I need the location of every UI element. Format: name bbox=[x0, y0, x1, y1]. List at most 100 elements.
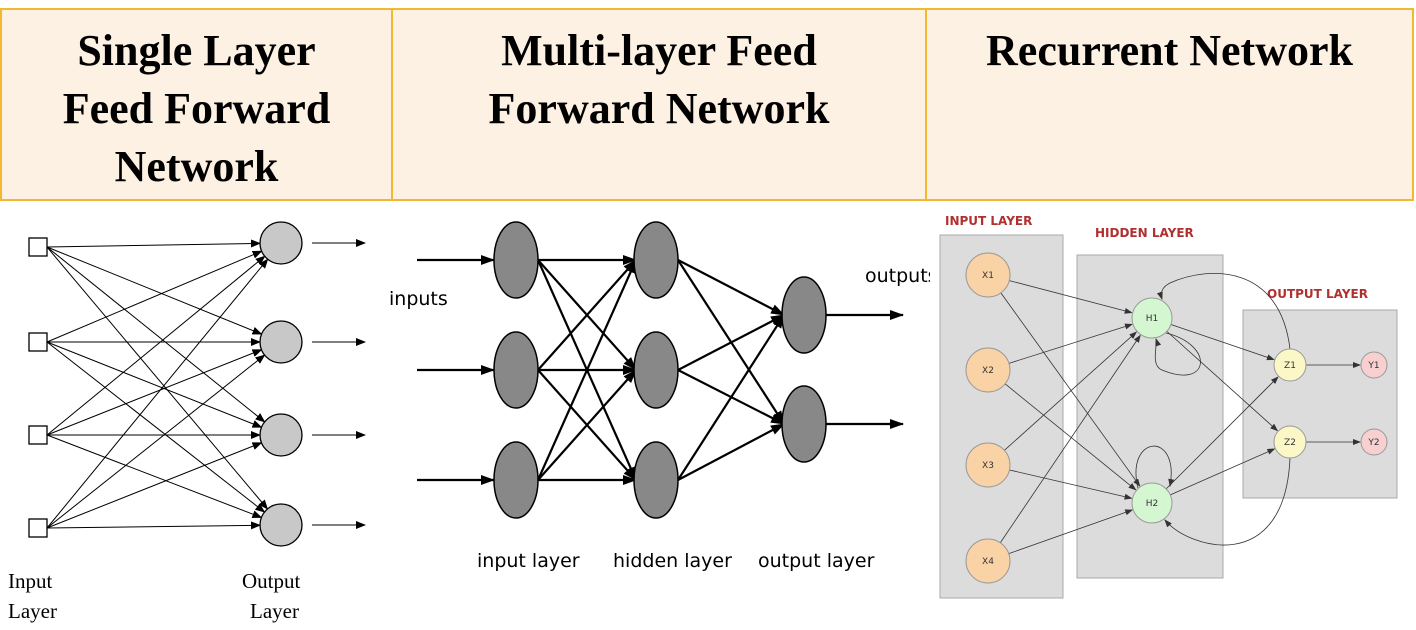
rnn-y-node-label: Y1 bbox=[1367, 361, 1379, 371]
multi-edge bbox=[537, 259, 637, 371]
rnn-input-node bbox=[965, 538, 1011, 584]
rnn-output-panel bbox=[1242, 309, 1398, 499]
single-layer-diagram: Input Layer Output Layer bbox=[8, 221, 366, 623]
rnn-edge bbox=[1165, 376, 1279, 490]
single-edge bbox=[46, 341, 263, 428]
rnn-z-node-label: Z2 bbox=[1284, 438, 1296, 448]
header-cell-single: Single Layer Feed Forward Network bbox=[0, 10, 393, 199]
header-cell-recurrent: Recurrent Network bbox=[927, 10, 1414, 199]
rnn-hidden-node-label: H1 bbox=[1146, 314, 1159, 324]
multi-hidden-node bbox=[633, 331, 679, 409]
rnn-edge bbox=[1166, 331, 1279, 432]
single-edge bbox=[46, 349, 263, 436]
single-edge bbox=[46, 250, 263, 343]
hidden-layer-label: hidden layer bbox=[613, 550, 732, 572]
single-input-node bbox=[28, 518, 48, 538]
single-output-node bbox=[259, 221, 303, 265]
rnn-edge bbox=[1009, 469, 1133, 500]
single-edge bbox=[46, 341, 266, 513]
multi-input-node bbox=[493, 441, 539, 519]
outputs-label: outputs bbox=[865, 265, 930, 287]
rnn-y-node bbox=[1360, 428, 1388, 456]
input-layer-label: input layer bbox=[477, 550, 580, 572]
header-recurrent: Recurrent Network bbox=[986, 26, 1353, 75]
rnn-input-node-label: X1 bbox=[982, 271, 994, 281]
multi-output-node bbox=[781, 385, 827, 463]
rnn-recurrent-loop bbox=[1135, 445, 1175, 489]
rnn-hidden-node bbox=[1131, 482, 1173, 524]
rnn-z-node bbox=[1273, 425, 1307, 459]
rnn-hidden-node-label: H2 bbox=[1146, 499, 1159, 509]
rnn-edge bbox=[1170, 448, 1276, 496]
output-layer-label: output layer bbox=[758, 550, 875, 572]
multi-edge bbox=[677, 314, 785, 481]
rnn-hidden-layer-title: HIDDEN LAYER bbox=[1095, 226, 1194, 240]
multi-hidden-node bbox=[633, 441, 679, 519]
rnn-input-node bbox=[965, 442, 1011, 488]
rnn-edge bbox=[1004, 331, 1138, 451]
header-row: Single Layer Feed Forward Network Multi-… bbox=[0, 8, 1414, 201]
header-multi-layer: Multi-layer Feed Forward Network bbox=[488, 26, 830, 133]
rnn-edge bbox=[999, 334, 1141, 543]
single-input-node bbox=[28, 332, 48, 352]
output-layer-label-line2: Layer bbox=[250, 599, 299, 623]
rnn-edge bbox=[1170, 324, 1275, 361]
single-edge bbox=[46, 246, 266, 423]
output-layer-label-line1: Output bbox=[242, 569, 301, 593]
single-layer-connections bbox=[46, 239, 269, 530]
input-layer-label-line1: Input bbox=[8, 569, 52, 593]
rnn-edge bbox=[1009, 280, 1133, 314]
rnn-edge bbox=[1000, 292, 1141, 487]
rnn-z-node bbox=[1273, 348, 1307, 382]
single-output-node bbox=[259, 320, 303, 364]
rnn-y-node bbox=[1360, 351, 1388, 379]
single-edge bbox=[46, 434, 263, 518]
rnn-edge bbox=[1004, 383, 1137, 491]
multi-edge bbox=[677, 314, 785, 371]
rnn-input-node bbox=[965, 252, 1011, 298]
multi-edge bbox=[536, 259, 638, 481]
multi-input-node bbox=[493, 331, 539, 409]
rnn-input-node-label: X2 bbox=[982, 366, 994, 376]
single-output-node bbox=[259, 413, 303, 457]
rnn-hidden-node bbox=[1131, 297, 1173, 339]
rnn-output-layer-title: OUTPUT LAYER bbox=[1267, 287, 1368, 301]
rnn-recurrent-loop bbox=[1154, 332, 1201, 376]
header-cell-multi: Multi-layer Feed Forward Network bbox=[393, 10, 927, 199]
rnn-input-node-label: X3 bbox=[982, 461, 994, 471]
multi-edge bbox=[537, 369, 637, 481]
rnn-edge bbox=[1008, 323, 1133, 364]
multi-edge bbox=[677, 259, 785, 316]
inputs-label: inputs bbox=[389, 288, 448, 310]
multi-output-node bbox=[781, 276, 827, 354]
single-input-node bbox=[28, 425, 48, 445]
single-edge bbox=[46, 521, 262, 530]
single-edge bbox=[46, 442, 263, 529]
multi-layer-nodes bbox=[493, 221, 827, 519]
rnn-y-node-label: Y2 bbox=[1367, 438, 1379, 448]
single-input-node bbox=[28, 237, 48, 257]
multi-edge bbox=[677, 423, 785, 481]
single-edge bbox=[46, 239, 262, 248]
single-edge bbox=[46, 255, 266, 436]
rnn-z-node-label: Z1 bbox=[1284, 361, 1296, 371]
multi-hidden-node bbox=[633, 221, 679, 299]
single-output-node bbox=[259, 503, 303, 547]
rnn-input-node bbox=[965, 347, 1011, 393]
multi-layer-diagram: inputs outputs input layer hidden layer … bbox=[389, 221, 930, 572]
single-layer-nodes bbox=[28, 221, 366, 547]
rnn-edge bbox=[1008, 509, 1134, 555]
single-edge bbox=[46, 258, 269, 529]
rnn-connections bbox=[999, 273, 1361, 555]
multi-layer-connections bbox=[417, 255, 904, 485]
multi-input-node bbox=[493, 221, 539, 299]
recurrent-diagram: INPUT LAYER HIDDEN LAYER OUTPUT LAYER X1… bbox=[939, 214, 1398, 599]
single-edge bbox=[46, 354, 266, 529]
input-layer-label-line2: Layer bbox=[8, 599, 57, 623]
header-single-layer: Single Layer Feed Forward Network bbox=[62, 26, 331, 191]
rnn-recurrent-loop bbox=[1164, 457, 1291, 546]
single-edge bbox=[46, 246, 269, 510]
rnn-input-layer-title: INPUT LAYER bbox=[945, 214, 1032, 228]
rnn-input-node-label: X4 bbox=[982, 557, 994, 567]
